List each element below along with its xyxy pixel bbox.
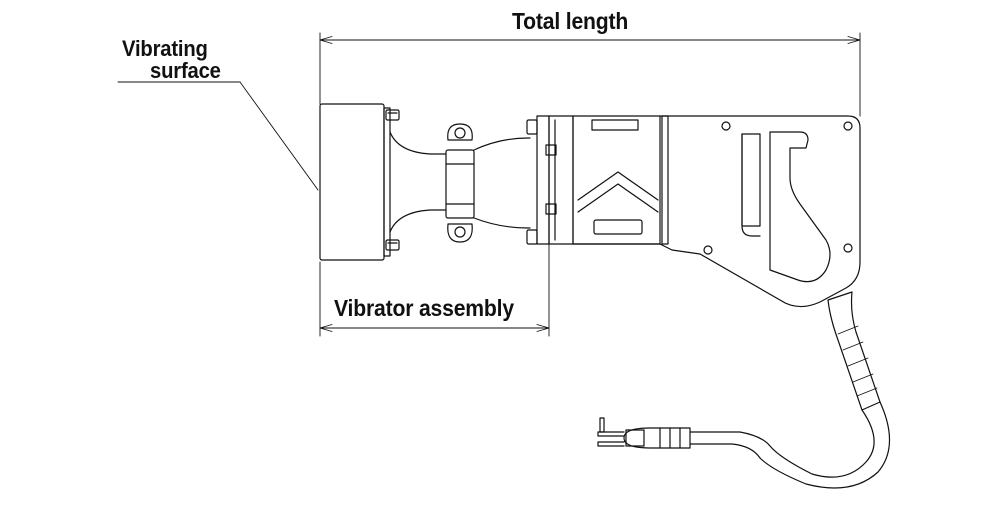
handle-outline	[660, 116, 860, 307]
plate-body	[320, 104, 384, 260]
bolt-icon	[455, 128, 465, 138]
bolt-icon	[386, 240, 399, 250]
bolt-icon	[386, 110, 399, 120]
bolt-icon	[546, 145, 556, 155]
screw-icon	[722, 122, 730, 130]
flange-plate	[537, 116, 549, 244]
leader-line	[240, 82, 318, 190]
plate-neck	[390, 132, 446, 232]
clamp-ear-bottom	[448, 224, 473, 242]
plug-face	[626, 430, 644, 446]
arrow-right-icon	[537, 325, 549, 332]
clamp-ear-top	[448, 124, 473, 140]
arrow-right-icon	[848, 37, 860, 44]
plate-flange	[384, 108, 390, 256]
plug-prong	[598, 432, 624, 436]
plug-icon	[598, 418, 690, 448]
arrow-left-icon	[320, 37, 332, 44]
motor-housing	[573, 116, 660, 244]
plug-prong	[598, 442, 624, 446]
motor-grip-slot	[594, 220, 642, 234]
flange-ring	[549, 116, 573, 244]
prong-tab	[600, 418, 604, 432]
chevron-up-icon	[578, 172, 658, 200]
vibrating-plate	[320, 104, 399, 260]
strain-relief-sleeve	[828, 292, 880, 410]
handle-seam	[662, 116, 668, 244]
vibrator-assembly-label: Vibrator assembly	[334, 295, 514, 321]
motor-body	[573, 116, 660, 244]
screw-icon	[704, 246, 712, 254]
power-cord	[690, 402, 890, 488]
screw-icon	[844, 122, 852, 130]
chevron-up-icon	[578, 184, 658, 212]
bolt-icon	[546, 204, 556, 214]
switch-guard	[742, 134, 760, 236]
bolt-icon	[455, 227, 465, 237]
total-length-dimension	[320, 33, 860, 116]
bolt-icon	[527, 230, 537, 244]
screw-icon	[844, 244, 852, 252]
cord-strain-relief	[828, 292, 880, 410]
clamp-collar	[446, 124, 474, 242]
motor-vent-slot	[592, 120, 638, 130]
switch-trigger	[742, 134, 760, 226]
total-length-label: Total length	[512, 8, 629, 34]
vibrating-surface-leader	[118, 82, 318, 190]
bolt-icon	[527, 120, 537, 134]
motor-flange	[537, 116, 573, 244]
vibrator-assembly-dimension	[320, 244, 549, 336]
plug-body	[624, 428, 690, 448]
motor-coupling	[474, 138, 530, 228]
arrow-left-icon	[320, 325, 332, 332]
vibrating-surface-label-line2: surface	[150, 58, 221, 83]
clamp-body	[446, 150, 474, 218]
handle-body	[660, 116, 860, 307]
handle-grip-cutout	[770, 132, 830, 282]
vibrating-surface-label-line1: Vibrating	[122, 36, 208, 61]
